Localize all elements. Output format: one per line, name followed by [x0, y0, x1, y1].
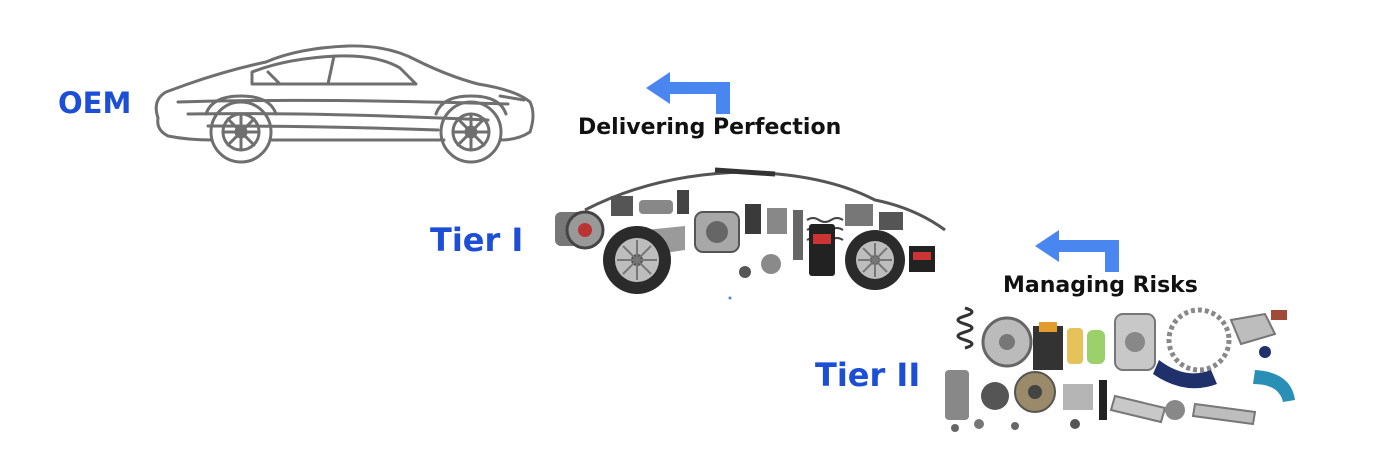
- curved-arrow-left-icon: [1035, 230, 1119, 272]
- tier2-label: Tier II: [815, 356, 921, 394]
- parts-pile-icon: [945, 306, 1295, 432]
- managing-risks-caption: Managing Risks: [1003, 273, 1198, 298]
- car-parts-assembly-icon: [555, 167, 946, 300]
- car-outline-icon: [154, 44, 535, 164]
- tier1-label: Tier I: [430, 221, 524, 259]
- oem-label: OEM: [58, 86, 132, 120]
- curved-arrow-left-icon: [646, 72, 730, 114]
- delivering-perfection-caption: Delivering Perfection: [578, 115, 842, 140]
